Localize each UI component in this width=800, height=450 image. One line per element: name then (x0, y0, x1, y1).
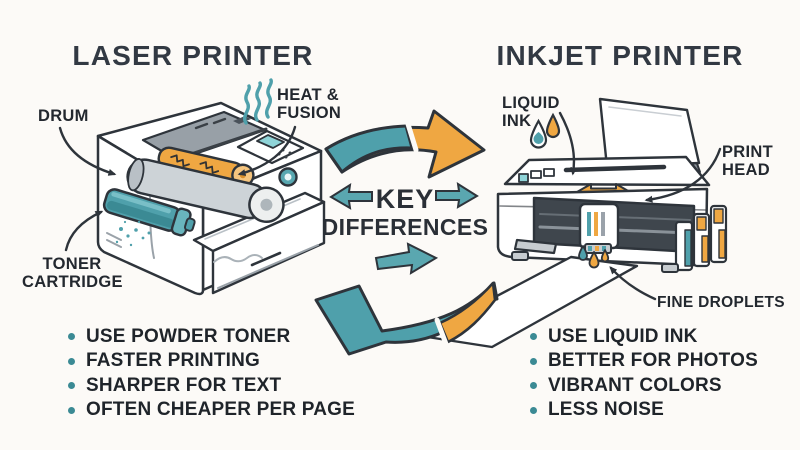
laser-printer-title: LASER PRINTER (72, 40, 314, 71)
drum-roller-icon (126, 158, 285, 224)
key-left-arrow-icon (329, 182, 373, 210)
key-right-arrow-icon (435, 181, 479, 209)
printed-page-icon (419, 255, 639, 349)
drum-connector-arrow (58, 126, 117, 176)
laser-bullet-list: USE POWDER TONER FASTER PRINTING SHARPER… (68, 325, 356, 425)
laser-bullet-item: USE POWDER TONER (68, 325, 355, 347)
inkjet-printer-icon (419, 97, 728, 349)
heat-fusion-connector-arrow (237, 125, 297, 176)
inkjet-bullet-text: USE LIQUID INK (548, 325, 698, 347)
inkjet-printer-title: INKJET PRINTER (496, 40, 744, 71)
toner-cartridge-label-line1: TONER (42, 255, 102, 273)
print-head-label-line1: PRINT (722, 143, 773, 161)
heat-waves-icon (243, 78, 273, 125)
liquid-ink-droplets-icon (529, 112, 561, 149)
liquid-ink-label: LIQUID INK (502, 94, 560, 131)
liquid-ink-label-line1: LIQUID (502, 94, 560, 112)
inkjet-bullet-text: BETTER FOR PHOTOS (548, 350, 758, 372)
bullet-dot-icon (68, 357, 75, 365)
inkjet-bullet-item: USE LIQUID INK (530, 325, 758, 347)
fine-droplets-label: FINE DROPLETS (657, 294, 785, 311)
inkjet-bullet-item: BETTER FOR PHOTOS (530, 350, 758, 372)
drum-label: DRUM (38, 107, 89, 125)
bullet-dot-icon (530, 382, 537, 390)
laser-bullet-text: FASTER PRINTING (86, 350, 261, 372)
key-differences-title-line1: KEY (375, 184, 435, 214)
fine-droplets-icon (578, 245, 610, 269)
bullet-dot-icon (530, 406, 537, 414)
laser-bullet-item: OFTEN CHEAPER PER PAGE (68, 399, 356, 421)
bullet-dot-icon (68, 406, 75, 414)
laser-bullet-text: SHARPER FOR TEXT (86, 374, 282, 396)
bullet-dot-icon (68, 382, 75, 390)
inkjet-bullet-text: VIBRANT COLORS (548, 374, 722, 396)
print-head-label: PRINT HEAD (722, 143, 773, 180)
top-curved-arrow-icon (324, 109, 486, 179)
laser-bullet-text: OFTEN CHEAPER PER PAGE (86, 399, 356, 421)
laser-bullet-item: FASTER PRINTING (68, 350, 355, 372)
laser-bullet-text: USE POWDER TONER (86, 325, 291, 347)
inkjet-bullet-text: LESS NOISE (548, 399, 665, 421)
fine-droplets-connector-arrow (609, 266, 657, 301)
print-head-connector-arrow (644, 147, 722, 203)
laser-bullet-item: SHARPER FOR TEXT (68, 374, 355, 396)
bullet-dot-icon (68, 333, 75, 340)
power-button-icon (518, 173, 529, 183)
laser-printer-icon (96, 101, 326, 296)
heat-fusion-label: HEAT & FUSION (277, 86, 341, 123)
bullet-dot-icon (530, 357, 537, 365)
bullet-dot-icon (530, 333, 537, 340)
liquid-ink-connector-arrow (558, 111, 578, 176)
print-head-icon (578, 202, 620, 254)
inkjet-bullet-item: VIBRANT COLORS (530, 374, 758, 396)
liquid-ink-label-line2: INK (502, 112, 532, 131)
ink-tanks-icon (674, 204, 728, 272)
toner-connector-arrow (64, 210, 104, 252)
toner-cartridge-label: TONER CARTRIDGE (22, 255, 122, 292)
bottom-curved-arrow-icon (314, 281, 499, 356)
key-differences-title-line2: DIFFERENCES (321, 214, 489, 240)
toner-cartridge-label-line2: CARTRIDGE (22, 273, 123, 292)
inkjet-bullet-list: USE LIQUID INK BETTER FOR PHOTOS VIBRANT… (530, 325, 758, 425)
inkjet-bullet-item: LESS NOISE (530, 399, 758, 421)
toner-dust-icon (115, 220, 151, 247)
print-head-label-line2: HEAD (722, 161, 770, 180)
heat-fusion-label-line1: HEAT & (277, 86, 339, 104)
heat-fusion-label-line2: FUSION (277, 104, 342, 123)
key-bottom-arrow-icon (374, 242, 439, 275)
